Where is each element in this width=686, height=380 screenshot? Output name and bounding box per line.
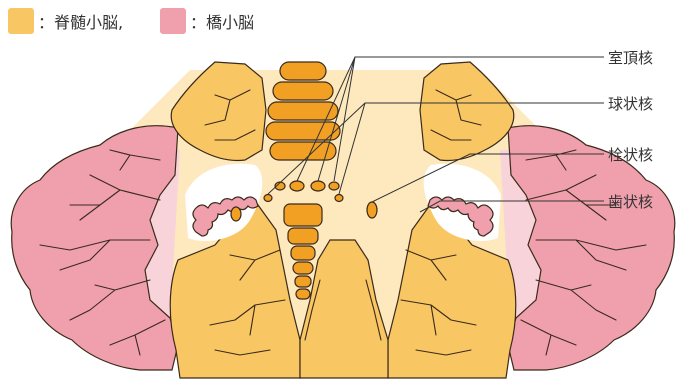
label-emboliform: 栓状核 xyxy=(608,146,653,164)
legend: ：脊髄小脳, ：橋小脳 xyxy=(8,8,254,34)
vermis-nodule xyxy=(280,62,326,80)
label-globose: 球状核 xyxy=(608,95,653,113)
legend-label-spinocerebellum: ：脊髄小脳, xyxy=(38,13,123,32)
legend-label-pontocerebellum: ：橋小脳 xyxy=(190,13,254,32)
vermis-nodule xyxy=(296,289,310,299)
legend-swatch-pontocerebellum xyxy=(160,8,186,34)
globose-nucleus xyxy=(335,195,343,202)
cerebellum-section xyxy=(11,62,675,378)
vermis-nodule xyxy=(291,246,315,260)
legend-swatch-spinocerebellum xyxy=(8,8,34,34)
emboliform-nucleus xyxy=(367,202,377,218)
fastigial-nucleus xyxy=(290,181,304,191)
globose-nucleus xyxy=(329,182,339,190)
fastigial-nucleus xyxy=(311,181,325,191)
vermis-nodule xyxy=(288,228,318,244)
vermis-nodule xyxy=(295,276,311,287)
label-fastigial: 室頂核 xyxy=(608,49,653,67)
label-dentate: 歯状核 xyxy=(608,193,653,211)
vermis-nodule xyxy=(293,262,313,274)
left-pontocerebellum xyxy=(11,126,178,370)
vermis-nodule xyxy=(268,102,338,120)
globose-nucleus xyxy=(264,195,272,202)
emboliform-nucleus xyxy=(231,207,241,221)
vermis-nodule xyxy=(284,204,322,226)
vermis-nodule xyxy=(273,82,333,100)
vermis-nodule xyxy=(270,142,336,160)
